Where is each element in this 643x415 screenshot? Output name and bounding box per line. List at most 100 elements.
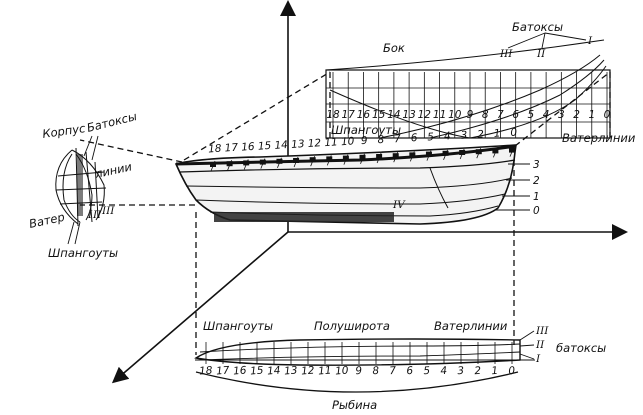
side-buttock-mark-3: III (499, 48, 513, 60)
plan-buttock-mark-1: I (535, 353, 541, 365)
side-view-curves (325, 39, 607, 139)
plan-station-number: 1 (491, 365, 499, 377)
body-frames-label: Шпангоуты (48, 246, 118, 260)
boat-thwart (442, 150, 449, 156)
plan-view: Полуширота Шпангоуты Ватерлинии батоксы … (194, 319, 606, 412)
body-view: Корпус Батоксы Ватер линии Шпангоуты I I… (28, 109, 139, 260)
plan-view-title: Полуширота (314, 319, 390, 333)
plan-station-number: 0 (508, 365, 516, 377)
body-buttock-mark-3: III (101, 205, 115, 217)
boat-thwart (492, 148, 499, 154)
side-station-number: 18 (326, 109, 340, 121)
side-station-number: 4 (543, 109, 550, 121)
side-station-number: 1 (588, 109, 595, 121)
plan-keel-label: Рыбина (332, 398, 377, 412)
boat-thwart (309, 157, 316, 163)
plan-buttocks-label: батоксы (556, 341, 606, 355)
boat-station-number: 1 (493, 127, 501, 139)
boat-thwart (376, 154, 383, 159)
plan-station-number: 2 (474, 365, 482, 377)
body-view-fill (77, 154, 83, 216)
boat-station-number: 13 (291, 138, 305, 151)
depth-axis (111, 231, 289, 384)
side-station-number: 13 (402, 109, 415, 121)
side-station-number: 6 (512, 109, 519, 121)
boat-thwart (243, 160, 250, 166)
boat-thwart (226, 161, 233, 167)
side-view-grid (326, 72, 610, 138)
waterline-number-1: 1 (533, 191, 540, 203)
side-station-number: 7 (497, 109, 504, 121)
plan-station-number: 18 (199, 365, 213, 378)
boat-station-number: 11 (324, 136, 338, 149)
boat-station-number: 9 (361, 135, 369, 147)
side-buttocks-label: Батоксы (512, 20, 563, 34)
side-buttock-mark-1: I (587, 35, 593, 47)
plan-station-number: 7 (389, 365, 397, 377)
side-station-number: 15 (372, 109, 386, 121)
boat-thwart (210, 162, 216, 167)
side-station-number: 16 (357, 109, 371, 121)
boat-station-number: 14 (274, 139, 288, 152)
boat-thwart (326, 156, 333, 162)
plan-station-number: 12 (301, 365, 315, 378)
plan-station-number: 6 (406, 365, 414, 377)
plan-buttock-mark-3: III (535, 325, 549, 337)
boat-thwart (276, 158, 283, 164)
hull-outline (174, 144, 517, 225)
boat-station-number: 5 (427, 131, 435, 143)
plan-station-number: 13 (284, 365, 298, 378)
body-buttock-mark-2: II (92, 209, 102, 221)
boat-station-number: 3 (460, 129, 468, 141)
body-view-title: Корпус (41, 121, 86, 141)
boat-thwart (359, 154, 366, 160)
plan-station-number: 14 (267, 365, 281, 378)
waterline-number-0: 0 (533, 205, 540, 217)
boat-thwart (509, 147, 515, 153)
plan-station-number: 3 (457, 365, 465, 377)
plan-station-number: 15 (250, 365, 264, 378)
boat-station-number: 12 (307, 137, 321, 150)
plan-station-number: 17 (216, 365, 230, 378)
projection-lines (79, 71, 611, 355)
boat-thwart (342, 155, 349, 161)
side-station-number: 0 (604, 109, 611, 121)
plan-frames-label: Шпангоуты (203, 319, 273, 333)
boat-frames-label: Шпангоуты (331, 123, 401, 137)
boat-thwart (293, 158, 300, 163)
boat-thwart (259, 159, 266, 165)
boat-thwart (425, 151, 432, 157)
boat-thwart (459, 150, 466, 155)
plan-buttock-mark-2: II (535, 339, 545, 351)
boat-station-number: 8 (377, 134, 385, 146)
plan-station-number: 9 (355, 365, 363, 377)
side-station-number: 3 (558, 109, 565, 121)
boat-thwart (392, 153, 399, 159)
side-station-number: 10 (448, 109, 462, 121)
boat-buttock-mark-4: IV (392, 199, 406, 211)
boat-waterline-ticks (496, 163, 530, 211)
plan-station-lines (205, 342, 513, 364)
boat-station-number: 17 (224, 142, 238, 155)
plan-station-number: 8 (372, 365, 380, 377)
boat-station-number: 4 (444, 130, 452, 142)
side-station-number: 14 (387, 109, 400, 121)
plan-station-number: 5 (423, 365, 431, 377)
side-station-number: 5 (528, 109, 535, 121)
plan-station-number: 4 (440, 365, 448, 377)
body-waterlines-label-1: Ватер (28, 210, 66, 231)
plan-station-number: 16 (233, 365, 247, 378)
boat-station-number: 7 (394, 133, 402, 145)
keel-fill (214, 212, 394, 222)
body-buttock-mark-1: I (87, 209, 93, 221)
boat-station-number: 15 (258, 140, 272, 153)
side-station-number: 2 (573, 109, 580, 121)
body-waterlines-label-2: линии (93, 159, 134, 181)
waterline-number-3: 3 (533, 159, 540, 171)
boat-thwart (475, 149, 482, 155)
plan-station-number: 10 (335, 365, 349, 378)
